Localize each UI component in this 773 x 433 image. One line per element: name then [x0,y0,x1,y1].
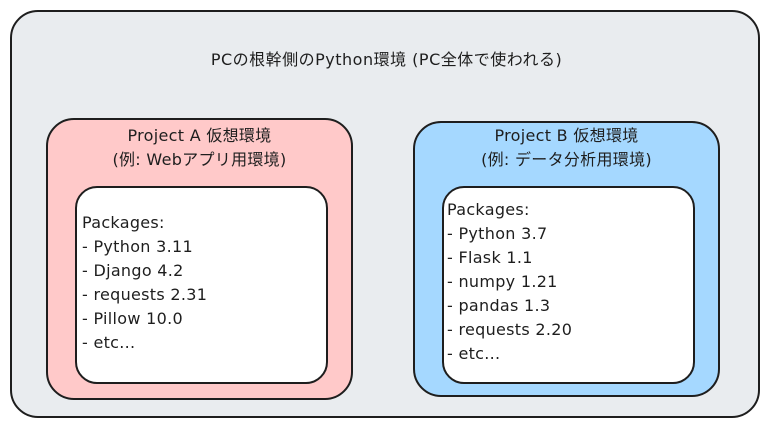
project-b-venv-title-line1: Project B 仮想環境 [494,126,639,145]
project-a-venv-title: Project A 仮想環境 (例: Webアプリ用環境) [46,124,353,172]
project-a-package-item: - Django 4.2 [82,261,184,280]
project-b-package-item: - requests 2.20 [447,320,573,339]
project-b-packages-box [442,186,695,384]
system-python-environment-title: PCの根幹側のPython環境 (PC全体で使われる) [210,50,563,69]
project-a-packages-heading: Packages: [82,213,165,232]
project-b-package-item: - etc... [447,344,501,363]
project-a-package-list: Packages: - Python 3.11 - Django 4.2 - r… [82,211,207,355]
project-a-venv-title-line2: (例: Webアプリ用環境) [112,150,287,169]
project-b-package-item: - pandas 1.3 [447,296,551,315]
project-b-packages-heading: Packages: [447,200,530,219]
project-a-venv-title-line1: Project A 仮想環境 [127,126,272,145]
project-b-venv-title-line2: (例: データ分析用環境) [481,150,652,169]
project-a-package-item: - Pillow 10.0 [82,309,183,328]
project-b-package-list: Packages: - Python 3.7 - Flask 1.1 - num… [447,198,572,366]
project-a-package-item: - etc... [82,333,136,352]
project-a-package-item: - Python 3.11 [82,237,193,256]
project-a-package-item: - requests 2.31 [82,285,208,304]
project-b-package-item: - numpy 1.21 [447,272,558,291]
project-b-package-item: - Flask 1.1 [447,248,533,267]
project-b-venv-title: Project B 仮想環境 (例: データ分析用環境) [413,124,720,172]
project-a-packages-box [75,186,328,384]
project-b-package-item: - Python 3.7 [447,224,548,243]
